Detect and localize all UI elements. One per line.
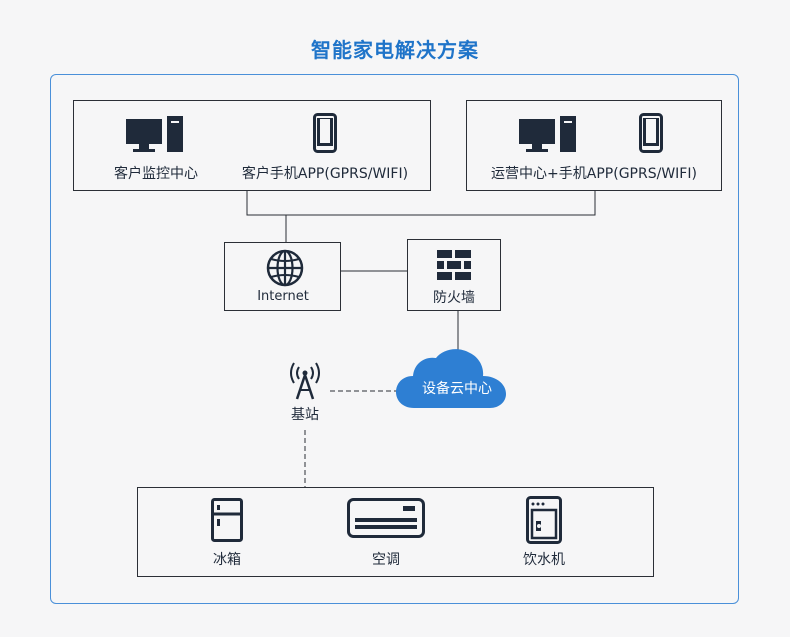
diagram-title: 智能家电解决方案 — [311, 38, 479, 62]
firewall-label: 防火墙 — [433, 290, 475, 306]
cloud-label: 设备云中心 — [422, 381, 492, 397]
devices-box — [137, 487, 654, 577]
internet-label: Internet — [257, 289, 309, 304]
water-dispenser-label: 饮水机 — [523, 552, 565, 568]
customer-box — [73, 100, 431, 191]
fridge-icon — [211, 498, 243, 542]
ops-center-label: 运营中心+手机APP(GPRS/WIFI) — [491, 166, 697, 182]
internet-box — [224, 242, 341, 311]
solution-frame — [50, 74, 739, 604]
link-right-box — [286, 191, 596, 216]
base-station-label: 基站 — [291, 407, 319, 423]
mobile-phone-icon — [639, 113, 663, 153]
globe-icon — [266, 249, 304, 287]
link-left-box — [246, 191, 286, 216]
base-station-icon — [290, 362, 320, 400]
ops-box — [466, 100, 722, 191]
customer-app-label: 客户手机APP(GPRS/WIFI) — [241, 166, 409, 182]
fridge-label: 冰箱 — [213, 552, 241, 568]
cloud-icon — [396, 349, 506, 408]
firewall-icon — [437, 250, 471, 280]
air-conditioner-icon — [347, 498, 425, 538]
mobile-phone-icon — [313, 113, 337, 153]
firewall-box — [407, 239, 501, 311]
ac-label: 空调 — [372, 552, 400, 568]
desktop-computer-icon — [126, 116, 183, 152]
customer-monitor-label: 客户监控中心 — [114, 166, 198, 182]
water-dispenser-icon — [526, 496, 562, 544]
desktop-computer-icon — [519, 116, 576, 152]
